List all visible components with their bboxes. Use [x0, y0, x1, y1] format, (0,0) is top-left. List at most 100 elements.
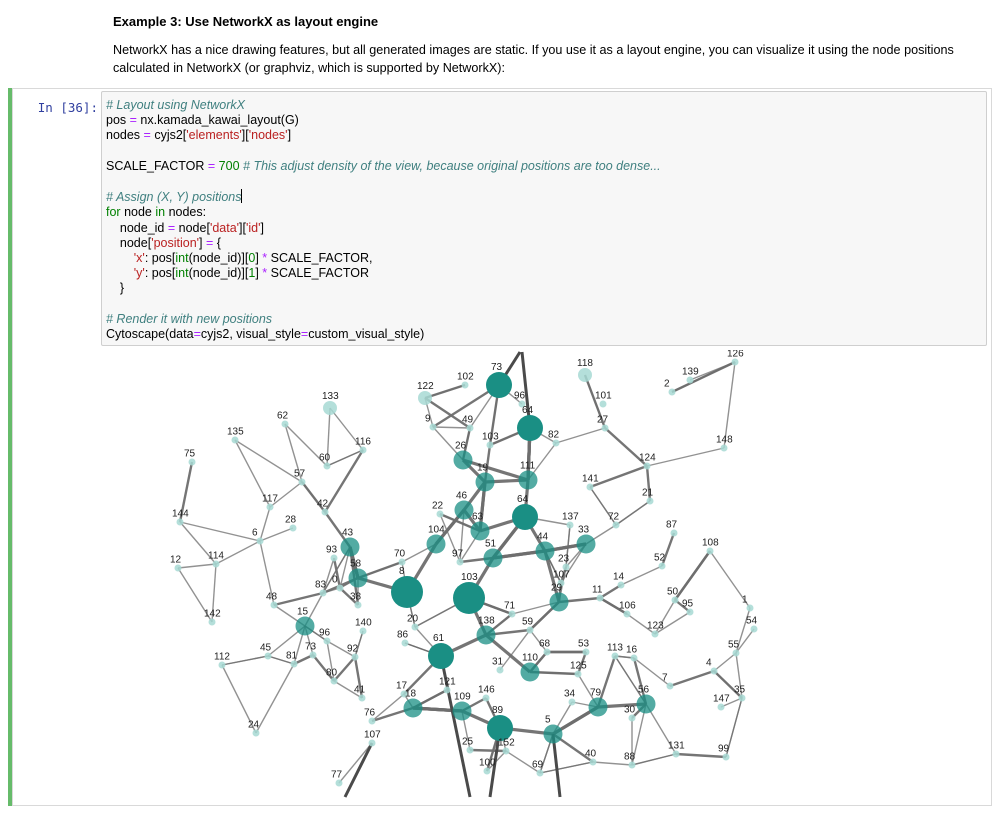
graph-node[interactable] — [512, 504, 538, 530]
graph-node[interactable] — [578, 368, 592, 382]
graph-node[interactable] — [486, 372, 512, 398]
graph-node[interactable] — [611, 652, 619, 660]
graph-node[interactable] — [400, 690, 408, 698]
graph-node[interactable] — [487, 715, 513, 741]
graph-node[interactable] — [750, 625, 758, 633]
graph-node[interactable] — [252, 729, 260, 737]
graph-node[interactable] — [706, 547, 714, 555]
graph-node[interactable] — [456, 558, 464, 566]
graph-node[interactable] — [574, 670, 582, 678]
graph-node[interactable] — [335, 779, 343, 787]
graph-node[interactable] — [717, 703, 725, 711]
graph-node[interactable] — [518, 400, 526, 408]
graph-node[interactable] — [496, 666, 504, 674]
graph-node[interactable] — [426, 534, 446, 554]
graph-node[interactable] — [732, 649, 740, 657]
graph-node[interactable] — [599, 400, 607, 408]
graph-node[interactable] — [466, 424, 474, 432]
graph-node[interactable] — [298, 478, 306, 486]
graph-node[interactable] — [461, 381, 469, 389]
graph-node[interactable] — [552, 439, 560, 447]
graph-node[interactable] — [174, 564, 182, 572]
graph-node[interactable] — [543, 648, 551, 656]
graph-node[interactable] — [358, 694, 366, 702]
graph-node[interactable] — [289, 524, 297, 532]
graph-node[interactable] — [543, 724, 563, 744]
graph-node[interactable] — [212, 560, 220, 568]
graph-node[interactable] — [566, 521, 574, 529]
code-editor[interactable]: # Layout using NetworkX pos = nx.kamada_… — [101, 91, 987, 346]
graph-node[interactable] — [536, 769, 544, 777]
graph-node[interactable] — [411, 623, 419, 631]
graph-node[interactable] — [270, 601, 278, 609]
graph-node[interactable] — [623, 610, 631, 618]
graph-node[interactable] — [601, 424, 609, 432]
graph-node[interactable] — [671, 596, 679, 604]
graph-node[interactable] — [359, 627, 367, 635]
graph-node[interactable] — [630, 654, 638, 662]
graph-node[interactable] — [643, 462, 651, 470]
graph-node[interactable] — [588, 697, 608, 717]
graph-node[interactable] — [368, 739, 376, 747]
graph-node[interactable] — [452, 701, 472, 721]
graph-node[interactable] — [502, 747, 510, 755]
graph-node[interactable] — [454, 500, 474, 520]
graph-node[interactable] — [738, 694, 746, 702]
graph-node[interactable] — [589, 758, 597, 766]
graph-node[interactable] — [686, 376, 694, 384]
graph-node[interactable] — [391, 576, 423, 608]
graph-node[interactable] — [612, 521, 620, 529]
graph-node[interactable] — [309, 651, 317, 659]
graph-node[interactable] — [658, 562, 666, 570]
graph-node[interactable] — [443, 686, 451, 694]
graph-node[interactable] — [348, 568, 368, 588]
graph-node[interactable] — [330, 554, 338, 562]
graph-node[interactable] — [549, 592, 569, 612]
graph-node[interactable] — [266, 503, 274, 511]
graph-node[interactable] — [722, 753, 730, 761]
graph-node[interactable] — [562, 563, 570, 571]
graph-node[interactable] — [354, 601, 362, 609]
graph-node[interactable] — [323, 637, 331, 645]
graph-node[interactable] — [628, 714, 636, 722]
graph-node[interactable] — [428, 643, 454, 669]
graph-node[interactable] — [617, 581, 625, 589]
graph-node[interactable] — [256, 537, 264, 545]
graph-node[interactable] — [720, 444, 728, 452]
graph-node[interactable] — [188, 458, 196, 466]
graph-node[interactable] — [568, 698, 576, 706]
graph-node[interactable] — [264, 652, 272, 660]
graph-node[interactable] — [208, 618, 216, 626]
graph-node[interactable] — [475, 472, 495, 492]
graph-node[interactable] — [336, 584, 344, 592]
graph-node[interactable] — [586, 483, 594, 491]
graph-node[interactable] — [295, 616, 315, 636]
graph-node[interactable] — [330, 677, 338, 685]
graph-node[interactable] — [323, 401, 337, 415]
graph-node[interactable] — [666, 682, 674, 690]
graph-node[interactable] — [596, 594, 604, 602]
graph-node[interactable] — [486, 441, 494, 449]
graph-node[interactable] — [710, 667, 718, 675]
graph-node[interactable] — [470, 521, 490, 541]
graph-node[interactable] — [731, 358, 739, 366]
graph-node[interactable] — [518, 470, 538, 490]
graph-node[interactable] — [319, 589, 327, 597]
graph-node[interactable] — [651, 630, 659, 638]
graph-node[interactable] — [321, 508, 329, 516]
graph-node[interactable] — [218, 661, 226, 669]
graph-node[interactable] — [476, 625, 496, 645]
graph-node[interactable] — [582, 648, 590, 656]
graph-node[interactable] — [646, 497, 654, 505]
graph-node[interactable] — [557, 579, 565, 587]
graph-node[interactable] — [670, 529, 678, 537]
graph-node[interactable] — [398, 558, 406, 566]
graph-node[interactable] — [636, 694, 656, 714]
graph-node[interactable] — [281, 420, 289, 428]
graph-node[interactable] — [453, 450, 473, 470]
graph-node[interactable] — [482, 694, 490, 702]
graph-node[interactable] — [231, 436, 239, 444]
graph-node[interactable] — [290, 660, 298, 668]
graph-node[interactable] — [466, 746, 474, 754]
